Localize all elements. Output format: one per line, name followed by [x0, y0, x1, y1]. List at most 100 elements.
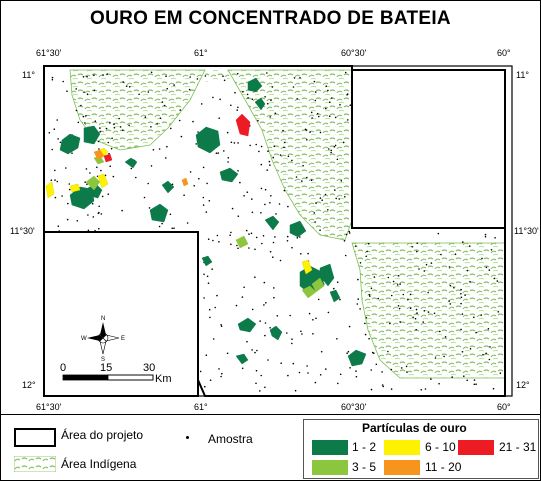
- sample-point: [301, 333, 303, 335]
- sample-point: [255, 236, 258, 239]
- sample-point: [272, 241, 275, 244]
- coord-bottom-4: 60°: [497, 402, 511, 412]
- sample-point: [291, 246, 293, 249]
- sample-point: [218, 241, 220, 243]
- sample-point: [444, 336, 447, 338]
- sample-point: [269, 250, 272, 253]
- sample-point: [255, 143, 257, 146]
- sample-point: [51, 76, 54, 79]
- sample-point: [466, 269, 469, 272]
- sample-point: [405, 365, 408, 368]
- sample-point: [286, 235, 289, 238]
- sample-point: [186, 222, 189, 224]
- sample-point: [356, 303, 359, 305]
- sample-point: [122, 81, 125, 83]
- sample-point: [300, 330, 302, 333]
- sample-point: [373, 352, 375, 355]
- sample-point: [321, 199, 324, 201]
- excluded-box-southwest: [43, 231, 199, 397]
- sample-point: [329, 101, 331, 103]
- sample-point: [335, 197, 338, 200]
- sample-point: [337, 382, 339, 385]
- sample-point: [398, 307, 401, 310]
- sample-point: [306, 139, 308, 141]
- sample-point: [482, 353, 484, 356]
- sample-point: [338, 198, 341, 200]
- sample-point: [279, 259, 282, 262]
- sample-point: [94, 120, 97, 122]
- sample-point: [267, 102, 269, 105]
- sample-point: [418, 268, 420, 270]
- sample-point: [346, 352, 348, 355]
- sample-point: [324, 193, 327, 196]
- sample-point: [189, 171, 192, 173]
- sample-point: [382, 385, 385, 388]
- sample-point: [250, 232, 253, 235]
- sample-point: [272, 256, 274, 259]
- sample-point: [430, 378, 432, 380]
- sample-point: [247, 97, 249, 99]
- sample-point: [270, 99, 272, 101]
- sample-point: [464, 294, 466, 296]
- sample-point: [291, 159, 293, 162]
- sample-point: [344, 254, 347, 257]
- sample-point: [113, 123, 115, 125]
- sample-point: [283, 146, 285, 149]
- sample-point: [370, 287, 373, 290]
- sample-point: [251, 198, 253, 200]
- sample-point: [287, 205, 289, 208]
- sample-point: [390, 294, 393, 297]
- sample-point: [463, 375, 465, 378]
- sample-point: [243, 286, 245, 289]
- sample-point: [102, 74, 104, 76]
- sample-point: [267, 359, 269, 361]
- sample-point: [494, 237, 496, 239]
- indigenous-area-northeast: [227, 69, 353, 241]
- sample-point: [489, 346, 491, 348]
- sample-point: [246, 93, 249, 96]
- sample-point: [313, 212, 316, 214]
- coord-left-2: 11°30': [10, 226, 35, 236]
- sample-point: [93, 74, 95, 76]
- sample-point: [236, 244, 238, 247]
- sample-point: [331, 97, 333, 99]
- sample-point: [355, 375, 358, 378]
- sample-point: [490, 249, 493, 251]
- sample-point: [143, 196, 146, 199]
- sample-point: [68, 188, 71, 191]
- sample-point: [336, 281, 339, 284]
- sample-point: [86, 183, 88, 186]
- sample-point: [234, 91, 236, 94]
- sample-point: [368, 293, 371, 296]
- sample-point: [449, 284, 452, 287]
- sample-point: [484, 235, 487, 238]
- sample-point: [259, 390, 261, 392]
- sample-point: [233, 142, 236, 144]
- sample-point: [216, 234, 219, 237]
- sample-point: [365, 255, 368, 258]
- sample-point: [336, 158, 339, 161]
- sample-point: [256, 349, 258, 352]
- sample-point: [236, 109, 238, 111]
- sample-point: [273, 145, 276, 147]
- sample-point: [109, 165, 111, 167]
- sample-point: [87, 229, 90, 232]
- sample-point: [307, 372, 309, 374]
- coord-top-2: 61°: [194, 48, 208, 58]
- sample-point: [310, 111, 313, 114]
- sample-point: [197, 131, 199, 133]
- sample-point: [414, 317, 417, 320]
- sample-point: [415, 308, 418, 311]
- sample-point: [75, 88, 77, 90]
- sample-point: [226, 352, 229, 355]
- sample-point: [262, 235, 265, 237]
- sample-point: [48, 132, 51, 134]
- sample-point: [309, 131, 312, 133]
- map-title: OURO EM CONCENTRADO DE BATEIA: [90, 8, 451, 29]
- sample-point: [254, 276, 256, 279]
- sample-point: [365, 317, 368, 319]
- sample-point: [396, 284, 399, 286]
- sample-point: [171, 227, 173, 230]
- sample-point: [427, 311, 430, 313]
- sample-point: [51, 148, 53, 151]
